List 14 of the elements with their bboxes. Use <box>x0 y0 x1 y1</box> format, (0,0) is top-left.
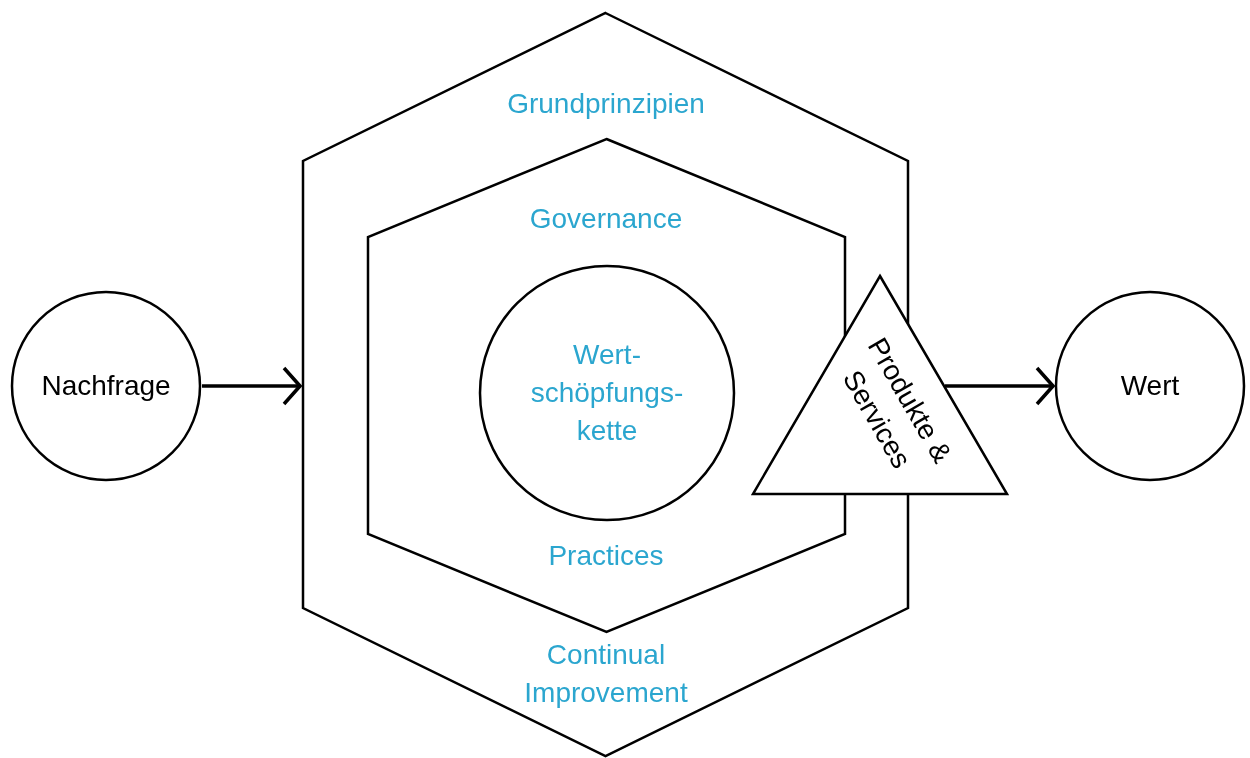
circle-node <box>11 291 201 481</box>
triangle <box>752 275 1008 495</box>
arrow <box>202 366 302 406</box>
circle-label: Wert- schöpfungs- kette <box>529 338 685 448</box>
node-label: Nachfrage <box>40 369 172 403</box>
hexagon-label: Practices <box>547 539 665 573</box>
arrow <box>945 366 1055 406</box>
hexagon-label: Grundprinzipien <box>506 87 706 121</box>
hexagon <box>367 138 846 633</box>
node-label: Wert <box>1119 369 1181 403</box>
circle-node <box>479 265 735 521</box>
hexagon-label: Governance <box>528 202 684 236</box>
hexagon-label: Continual Improvement <box>523 638 689 710</box>
circle-node <box>1055 291 1245 481</box>
